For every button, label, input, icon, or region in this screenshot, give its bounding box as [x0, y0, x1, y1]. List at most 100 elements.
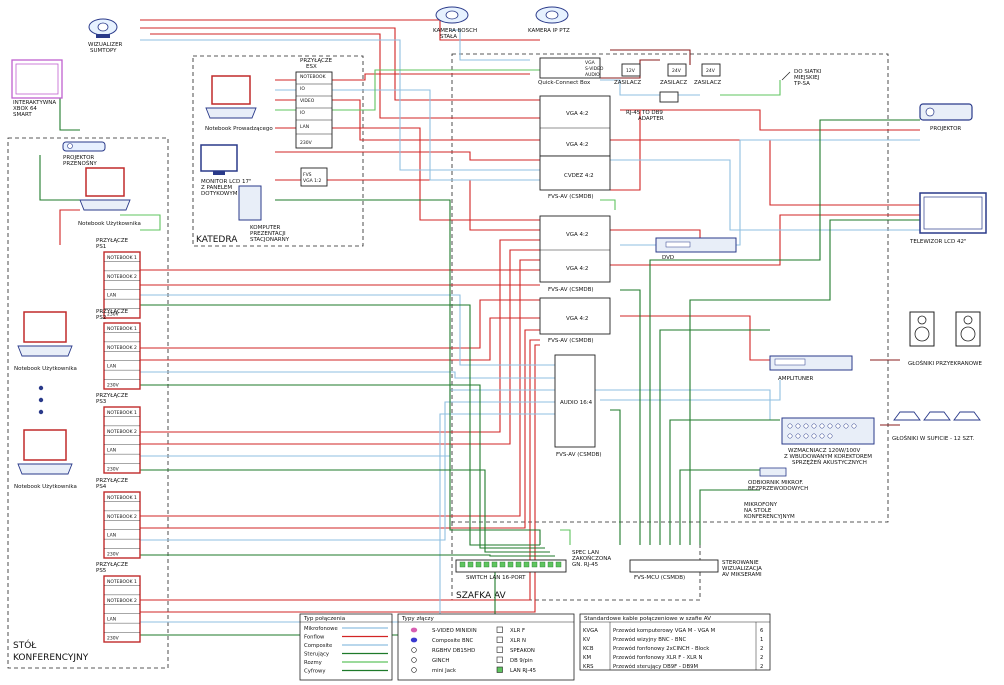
monitor-label-2: Z PANELEM — [201, 185, 232, 191]
connector-icon-4 — [411, 657, 417, 663]
cable-code-5: KRS — [583, 664, 594, 670]
svg-text:NOTEBOOK: NOTEBOOK — [300, 74, 327, 80]
przylacze-ps3-row-5: LAN — [107, 448, 116, 454]
przylacze-ps2-row-5: LAN — [107, 364, 116, 370]
cable-count-5: 2 — [760, 664, 763, 670]
connector-icon-3 — [411, 647, 417, 653]
svg-text:12V: 12V — [626, 68, 636, 74]
przylacze-esx-label-2: ESX — [306, 64, 317, 70]
mikrofony-label-3: KONFERENCYJNYM — [744, 514, 795, 520]
vga2-label: VGA 4:2 — [566, 142, 588, 148]
cable-desc-3: Przewód fonfonowy 2xCINCH - Block — [613, 645, 710, 652]
notebook-b-label: Notebook Użytkownika — [14, 484, 77, 490]
przylacze-ps5-row-5: LAN — [107, 617, 116, 623]
cable-count-3: 2 — [760, 646, 763, 652]
vga3-label: VGA 4:2 — [566, 232, 588, 238]
notebook-a-label: Notebook Użytkownika — [14, 366, 77, 372]
amplituner-label: AMPLITUNER — [778, 376, 813, 382]
przylacze-ps3-row-3: NOTEBOOK 2 — [107, 429, 137, 435]
tablica-label-3: SMART — [13, 112, 32, 118]
connector-left-1: S-VIDEO MINIDIN — [432, 628, 477, 634]
cable-desc-4: Przewód fonfonowy XLR F - XLR N — [613, 654, 702, 661]
przylacze-ps2-title-1: PRZYŁĄCZE — [96, 309, 129, 315]
svg-text:VIDEO: VIDEO — [300, 98, 315, 104]
legend-types-title: Typ połączenia — [303, 616, 345, 622]
matrix-vga34 — [539, 215, 611, 283]
do-siatki: DO SIATKI MIEJSKIEJ TP-SA — [781, 69, 822, 87]
legend-type-1: Mikrofonowe — [304, 626, 338, 632]
zasilacz-3-label: ZASILACZ — [694, 80, 721, 86]
notebook-stol-b: Notebook Użytkownika — [14, 429, 77, 490]
projektor: PROJEKTOR — [919, 103, 973, 132]
cable-desc-2: Przewód wizyjny BNC - BNC — [613, 636, 686, 643]
projektor-przenosny-label-2: PRZENOŚNY — [63, 160, 97, 167]
svg-text:IO: IO — [300, 110, 305, 116]
przylacze-esx-box — [295, 71, 333, 149]
fvs4-label: FVS-AV (CSMDB) — [556, 452, 602, 458]
svg-text:VGA 1:2: VGA 1:2 — [303, 178, 321, 184]
zasilacz-1-label: ZASILACZ — [614, 80, 641, 86]
odbiornik-label-2: BEZPRZEWODOWYCH — [748, 486, 808, 492]
quick-connect-label: Quick-Connect Box — [538, 80, 591, 86]
przylacze-ps4-row-1: NOTEBOOK 1 — [107, 495, 137, 501]
vga4-label: VGA 4:2 — [566, 266, 588, 272]
connector-right-3: SPEAKON — [510, 648, 535, 654]
connector-left-3: RGBHV DB15HD — [432, 648, 475, 654]
przylacze-ps5-row-1: NOTEBOOK 1 — [107, 579, 137, 585]
przylacze-ps2-row-3: NOTEBOOK 2 — [107, 345, 137, 351]
connector-icon-right-3 — [496, 646, 503, 653]
zasilacze: 12V ZASILACZ 24V ZASILACZ 24V ZASILACZ — [614, 63, 721, 86]
svg-text:LAN: LAN — [300, 124, 309, 130]
przylacze-ps4-title-1: PRZYŁĄCZE — [96, 478, 129, 484]
przylacze-ps2-row-1: NOTEBOOK 1 — [107, 326, 137, 332]
przylacze-ps5-title-1: PRZYŁĄCZE — [96, 562, 129, 568]
przylacze-ps3-row-7: 230V — [107, 467, 120, 473]
przylacze-ps2-title-2: PS2 — [96, 315, 106, 321]
wzmacniacz: WZMACNIACZ 120W/100V Z WBUDOWANYM KOREKT… — [781, 417, 875, 466]
przylacze-ps4-title-2: PS4 — [96, 484, 107, 490]
zone-katedra-label: KATEDRA — [196, 235, 238, 245]
wires — [39, 19, 920, 636]
connector-icon-right-5 — [496, 666, 503, 673]
przylacze-ps4-row-3: NOTEBOOK 2 — [107, 514, 137, 520]
connector-right-4: DB 9/pin — [510, 658, 533, 664]
adapter: RJ-45 TO DB9 ADAPTER — [626, 91, 679, 122]
przylacze-ps5-row-7: 230V — [107, 636, 120, 642]
connector-icon-1 — [410, 627, 418, 633]
przylacze-ps1-row-3: NOTEBOOK 2 — [107, 274, 137, 280]
connector-right-2: XLR N — [510, 638, 526, 644]
vga5-label: VGA 4:2 — [566, 316, 588, 322]
fvs3-label: FVS-AV (CSMDB) — [548, 338, 594, 344]
matrix-stack: VGA 4:2 VGA 4:2 CVDEZ 4:2 FVS-AV (CSMDB)… — [539, 95, 611, 458]
zone-stol — [7, 137, 169, 669]
svg-text:230V: 230V — [300, 140, 313, 146]
przylacze-ps2-row-7: 230V — [107, 383, 120, 389]
svg-text:AUDIO: AUDIO — [585, 72, 600, 78]
do-siatki-label-3: TP-SA — [793, 81, 810, 87]
wizualizer-label-1: WIZUALIZER — [88, 42, 123, 48]
do-siatki-label-2: MIEJSKIEJ — [794, 75, 820, 81]
amplituner: AMPLITUNER — [769, 355, 853, 382]
audio-label: AUDIO 16:4 — [560, 400, 593, 406]
przylacze-ps1-row-1: NOTEBOOK 1 — [107, 255, 137, 261]
notebook-stol-a: Notebook Użytkownika — [14, 311, 77, 372]
fvs-mcu: FVS-MCU (CSMDB) STEROWANIE WIZUALIZACJA … — [629, 559, 762, 581]
zone-szafka-label: SZAFKA AV — [456, 591, 507, 601]
notebook-uzytkownika-top: Notebook Użytkownika — [78, 167, 141, 227]
fvs-mcu-label: FVS-MCU (CSMDB) — [634, 575, 685, 581]
tablica-label-2: XBOX 64 — [13, 106, 37, 112]
monitor-label-3: DOTYKOWYM — [201, 191, 238, 197]
kamera-bosch: KAMERA BOSCH STAŁA — [433, 6, 477, 40]
katedra-devices: Notebook Prowadzącego MONITOR LCD 17" Z … — [200, 58, 333, 243]
cable-code-1: KVGA — [583, 628, 598, 634]
telewizor-label: TELEWIZOR LCD 42" — [909, 239, 967, 245]
przylacze-ps3-row-1: NOTEBOOK 1 — [107, 410, 137, 416]
sterowanie-label-3: AV MIKSERAMI — [722, 572, 762, 578]
cable-desc-1: Przewód komputerowy VGA M - VGA M — [613, 627, 716, 634]
